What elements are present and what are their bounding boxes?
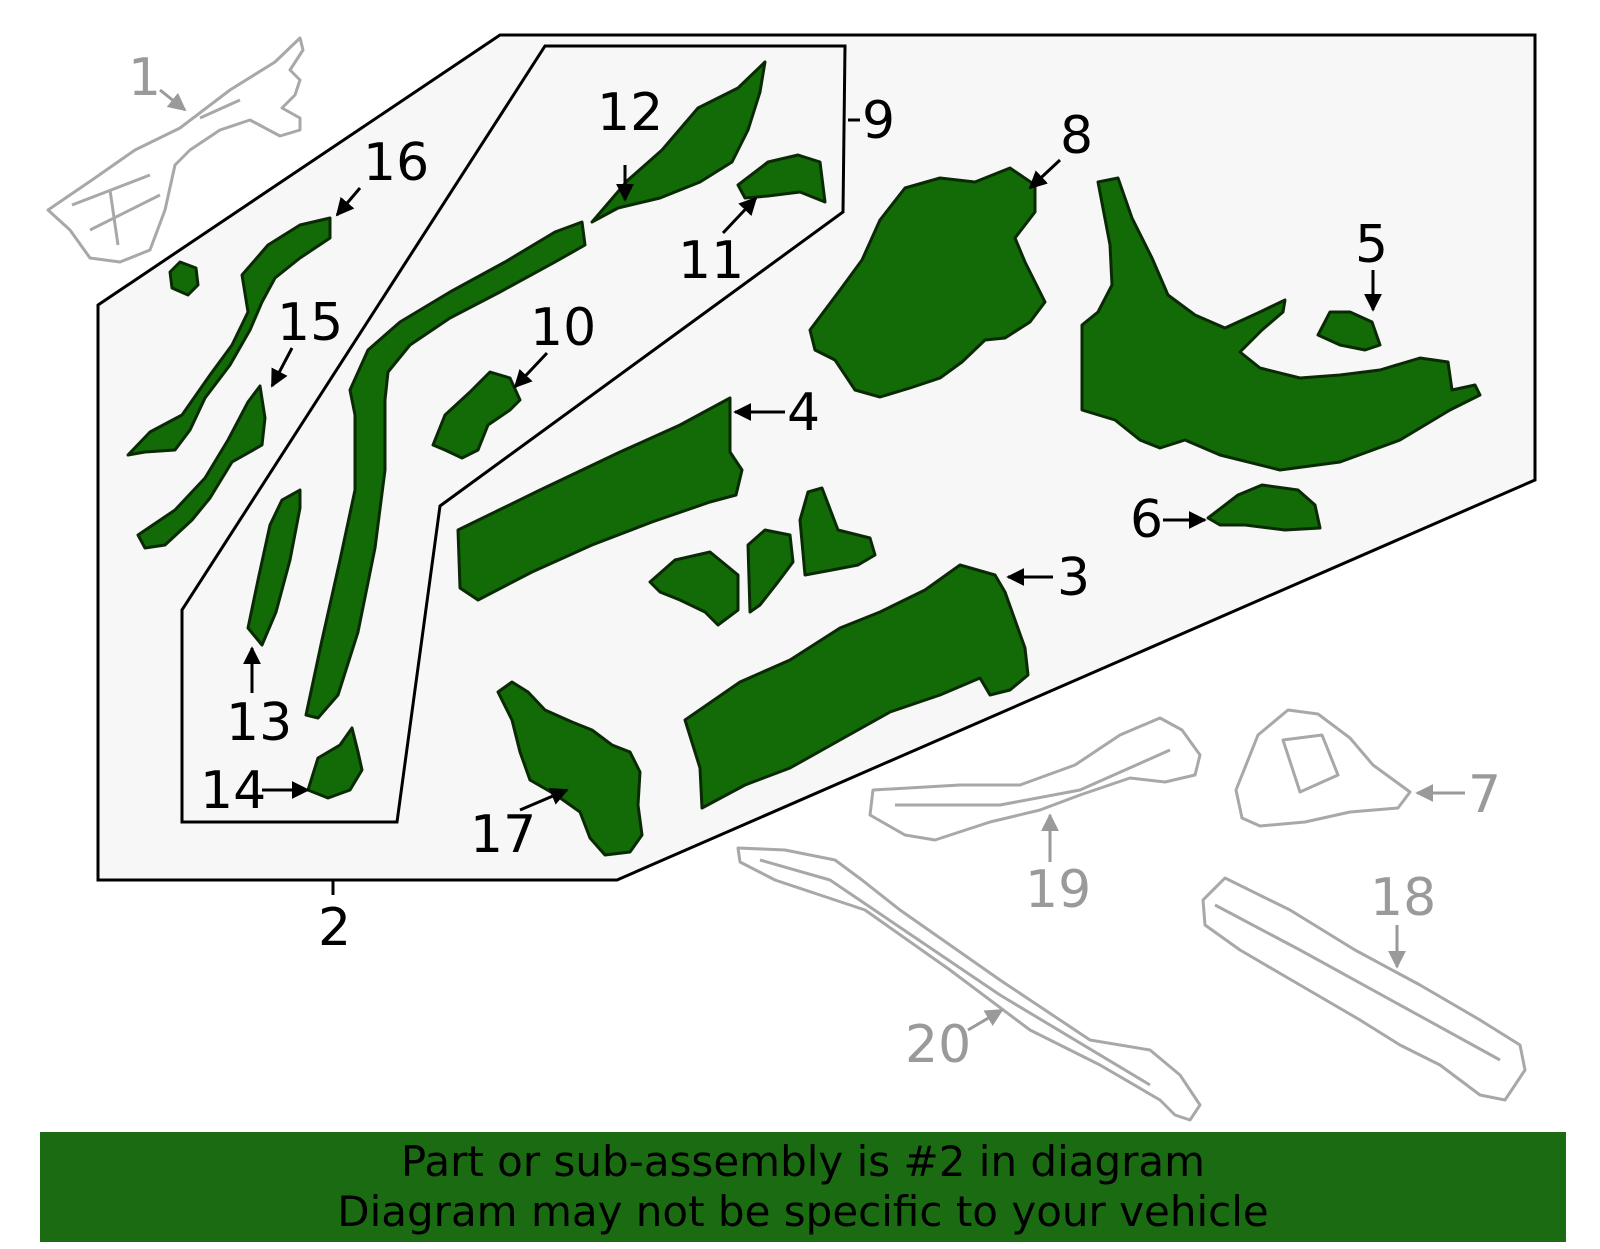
part-16-clip[interactable] <box>168 260 200 297</box>
callout-10[interactable]: 10 <box>530 298 596 358</box>
callout-12[interactable]: 12 <box>597 83 663 143</box>
part-15-apron-reinforcement[interactable] <box>136 384 267 550</box>
part-4-inner-apron[interactable] <box>456 396 744 602</box>
part-6-bracket[interactable] <box>1206 483 1322 532</box>
highlighted-parts <box>126 60 1482 857</box>
callout-18[interactable]: 18 <box>1370 868 1436 928</box>
part-10-gusset[interactable] <box>431 370 522 460</box>
part-13-inner-strip[interactable] <box>246 488 302 647</box>
part-8-shock-tower[interactable] <box>808 166 1047 399</box>
part-20-tie-bar[interactable] <box>736 846 1202 1122</box>
callout-4[interactable]: 4 <box>787 383 820 443</box>
callout-5[interactable]: 5 <box>1355 215 1388 275</box>
leader-lines-inactive <box>159 88 1465 1032</box>
callout-17[interactable]: 17 <box>470 805 536 865</box>
leader-lines <box>243 118 1382 895</box>
part-5-bracket[interactable] <box>1316 310 1382 352</box>
callout-13[interactable]: 13 <box>226 693 292 753</box>
callout-6[interactable]: 6 <box>1130 490 1163 550</box>
callout-7[interactable]: 7 <box>1468 765 1501 825</box>
callout-3[interactable]: 3 <box>1057 548 1090 608</box>
part-16-upper-rail[interactable] <box>126 216 332 457</box>
part-main-rail-assembly[interactable] <box>1080 176 1482 472</box>
callout-labels: 1 2 3 4 5 6 7 8 9 10 11 12 13 14 15 16 1… <box>128 48 1501 1075</box>
callout-8[interactable]: 8 <box>1060 106 1093 166</box>
banner-line-2: Diagram may not be specific to your vehi… <box>337 1187 1269 1236</box>
part-4-brackets[interactable] <box>648 486 877 627</box>
part-14-bracket[interactable] <box>306 726 364 800</box>
callout-9[interactable]: 9 <box>862 91 895 151</box>
part-7-shock-tower-cap[interactable] <box>1234 708 1412 828</box>
callout-16[interactable]: 16 <box>363 133 429 193</box>
callout-15[interactable]: 15 <box>277 293 343 353</box>
info-banner: Part or sub-assembly is #2 in diagram Di… <box>40 1132 1566 1242</box>
callout-19[interactable]: 19 <box>1025 860 1091 920</box>
part-9-upper-rail-long[interactable] <box>304 220 587 720</box>
callout-2[interactable]: 2 <box>318 898 351 958</box>
callout-1[interactable]: 1 <box>128 48 161 108</box>
part-1-cowl-bracket[interactable] <box>46 36 305 264</box>
callout-14[interactable]: 14 <box>200 761 266 821</box>
part-19-crossmember[interactable] <box>868 716 1202 842</box>
callout-20[interactable]: 20 <box>905 1015 971 1075</box>
part-12-upper-bracket[interactable] <box>590 60 767 224</box>
banner-line-1: Part or sub-assembly is #2 in diagram <box>400 1137 1206 1186</box>
part-17-mount[interactable] <box>496 680 644 857</box>
part-3-lower-rail[interactable] <box>683 563 1030 810</box>
callout-11[interactable]: 11 <box>678 231 744 291</box>
part-18-rail-extension[interactable] <box>1201 876 1527 1102</box>
